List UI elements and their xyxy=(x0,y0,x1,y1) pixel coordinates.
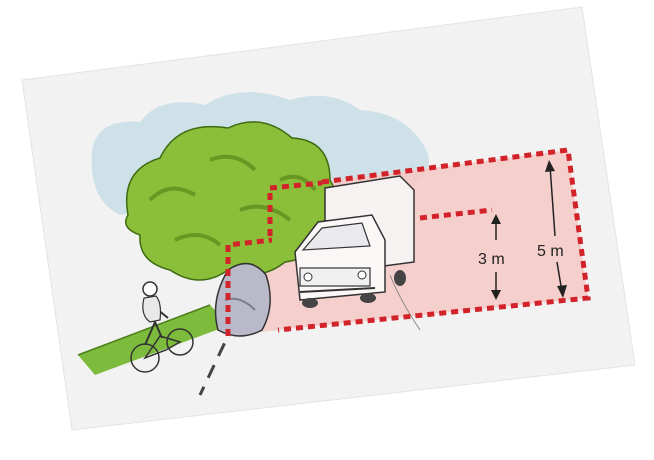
label-3m: 3 m xyxy=(478,251,505,268)
label-5m: 5 m xyxy=(537,243,564,260)
